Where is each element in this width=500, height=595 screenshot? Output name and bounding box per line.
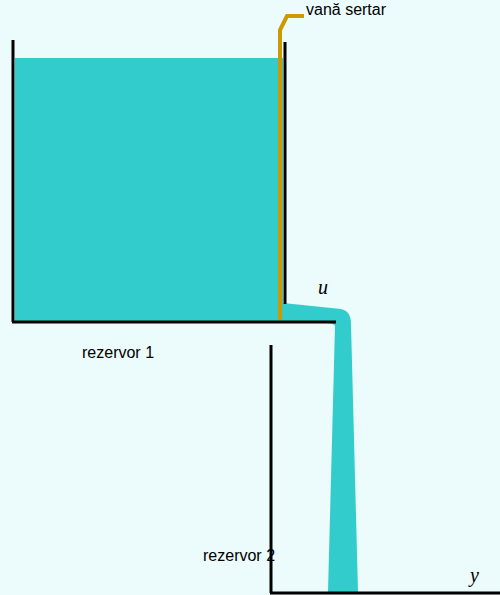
water-jet: [283, 303, 358, 592]
tank-2-bottom: [270, 592, 500, 595]
output-variable: y: [470, 563, 479, 587]
tank-label: rezervor 1: [82, 343, 154, 362]
water-tank-1: [15, 58, 283, 321]
valve-label: vană sertar: [306, 0, 386, 19]
tank-1-bottom: [12, 321, 336, 324]
input-variable: u: [318, 275, 328, 299]
tank-1-left-wall: [12, 40, 15, 322]
slide-valve: [280, 16, 304, 320]
tank-label: rezervor 2: [203, 546, 275, 565]
tank-1-right-wall: [284, 42, 287, 304]
